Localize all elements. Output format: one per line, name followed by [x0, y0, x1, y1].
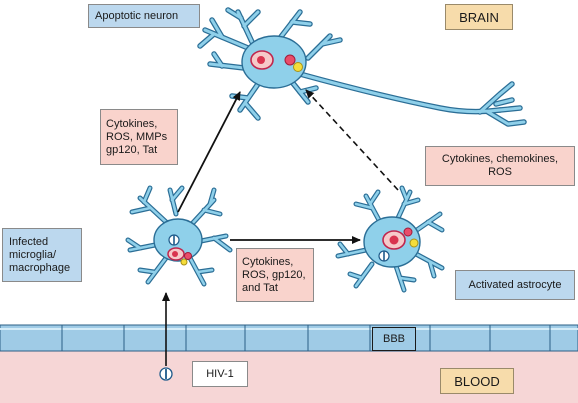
activated-astrocyte-cell [335, 185, 445, 293]
cytokines-chemokines-label: Cytokines, chemokines, ROS [425, 146, 575, 186]
arrow-astrocyte-to-neuron-dashed [305, 89, 399, 191]
blood-brain-barrier [0, 324, 578, 352]
apoptotic-neuron-label: Apoptotic neuron [88, 4, 200, 28]
hiv-particle-in-microglia-icon [168, 234, 180, 246]
hiv-particle-in-astrocyte-icon [378, 250, 390, 262]
bbb-label: BBB [372, 327, 416, 351]
hiv-particle-blood-icon [159, 367, 173, 381]
apoptotic-neuron-cell [197, 7, 527, 127]
blood-label: BLOOD [440, 368, 514, 394]
infected-microglia-label: Infected microglia/ macrophage [2, 228, 82, 282]
cytokines-to-astrocyte-label: Cytokines, ROS, gp120, and Tat [236, 248, 314, 302]
cytokines-to-neuron-label: Cytokines, ROS, MMPs gp120, Tat [100, 109, 178, 165]
activated-astrocyte-label: Activated astrocyte [455, 270, 575, 300]
infected-microglia-cell [125, 185, 233, 287]
brain-label: BRAIN [445, 4, 513, 30]
arrow-microglia-to-neuron [177, 91, 241, 213]
hiv-label: HIV-1 [192, 361, 248, 387]
